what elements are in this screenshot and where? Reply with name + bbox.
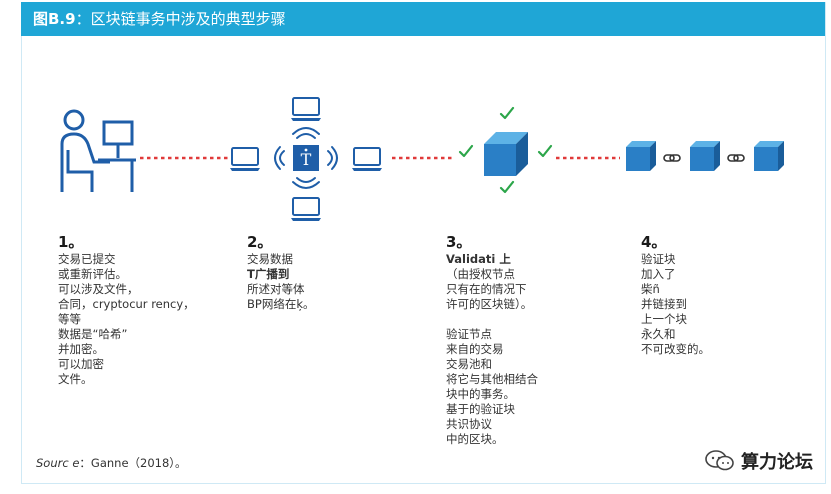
step-1-line: 数据是“哈希” xyxy=(58,327,128,341)
step-4-line: 验证块 xyxy=(641,252,676,266)
step-1-line: 并加密。 xyxy=(58,342,104,356)
figure-label: 图B.9 xyxy=(33,10,76,28)
step-3-line: 许可的区块链）。 xyxy=(446,297,533,311)
step-2-text: 2。 交易数据 T广播到 所述对等体 BP网络在ķ。 xyxy=(247,233,314,312)
step-1-line: 交易已提交 xyxy=(58,252,116,266)
step-2-line: BP网络在ķ。 xyxy=(247,297,315,311)
step-1-line: 可以加密 xyxy=(58,357,104,371)
figure-frame xyxy=(21,2,826,484)
step-3-line: 基于的验证块 xyxy=(446,402,515,416)
step-4-line: 柴ñ xyxy=(641,282,660,296)
step-1-line: 合同，cryptocur rency， xyxy=(58,297,195,311)
step-4-line: 不可改变的。 xyxy=(641,342,710,356)
step-3-line: 将它与其他相结合 xyxy=(446,372,538,386)
wechat-icon xyxy=(705,450,734,471)
step-3-line: Validati 上 xyxy=(446,252,511,266)
checkmark-icon xyxy=(458,144,474,158)
step-3-line: 只有在的情况下 xyxy=(446,282,527,296)
step-4-line: 加入了 xyxy=(641,267,676,281)
step-3-line: 交易池和 xyxy=(446,357,492,371)
step-1-line: 等等 xyxy=(58,312,81,326)
source-text: ：Ganne（2018）。 xyxy=(79,456,187,470)
step-2-line: 交易数据 xyxy=(247,252,293,266)
svg-text:T: T xyxy=(301,150,312,169)
checkmark-icon xyxy=(499,180,515,194)
transaction-document-icon: T xyxy=(293,145,319,171)
checkmark-icon xyxy=(537,144,553,158)
block-cube-icon xyxy=(754,141,784,171)
paragraph-gap xyxy=(446,312,538,327)
block-cube-icon xyxy=(484,132,528,176)
wireless-broadcast-icon xyxy=(274,127,338,189)
chain-link-icon xyxy=(727,154,745,162)
step-3-line: 来自的交易 xyxy=(446,342,504,356)
step-3-text: 3。 Validati 上 （由授权节点 只有在的情况下 许可的区块链）。 验证… xyxy=(446,233,538,447)
figure-title: ：区块链事务中涉及的典型步骤 xyxy=(75,10,286,28)
step-3-line: 共识协议 xyxy=(446,417,492,431)
step-3-line: （由授权节点 xyxy=(446,267,515,281)
step-1-line: 或重新评估。 xyxy=(58,267,127,281)
checkmark-icon xyxy=(499,106,515,120)
block-cube-icon xyxy=(626,141,656,171)
laptop-icon xyxy=(351,147,383,172)
chain-link-icon xyxy=(663,154,681,162)
step-2-line: T广播到 xyxy=(247,267,290,281)
step-4-text: 4。 验证块 加入了 柴ñ 并链接到 上一个块 永久和 不可改变的。 xyxy=(641,233,710,357)
watermark: 算力论坛 xyxy=(705,448,813,474)
watermark-text: 算力论坛 xyxy=(741,452,813,473)
step-1-line: 文件。 xyxy=(58,372,93,386)
figure-title-bar: 图B.9：区块链事务中涉及的典型步骤 xyxy=(21,2,825,36)
step-3-line: 块中的事务。 xyxy=(446,387,515,401)
laptop-icon xyxy=(290,97,322,122)
step-3-line: 验证节点 xyxy=(446,327,492,341)
step-3-line: 中的区块。 xyxy=(446,432,504,446)
step-4-line: 永久和 xyxy=(641,327,676,341)
step-4-line: 并链接到 xyxy=(641,297,687,311)
step-2-line: 所述对等体 xyxy=(247,282,305,296)
laptop-icon xyxy=(229,147,261,172)
step-2-number: 2。 xyxy=(247,233,273,251)
block-cube-icon xyxy=(690,141,720,171)
laptop-icon xyxy=(290,197,322,222)
step-4-number: 4。 xyxy=(641,233,667,251)
step-3-number: 3。 xyxy=(446,233,472,251)
step-4-line: 上一个块 xyxy=(641,312,687,326)
step-1-text: 1。 交易已提交 或重新评估。 可以涉及文件， 合同，cryptocur ren… xyxy=(58,233,195,387)
person-at-computer-icon xyxy=(60,109,136,192)
source-note: Sourc e：Ganne（2018）。 xyxy=(36,455,187,471)
step-1-number: 1。 xyxy=(58,233,84,251)
source-label: Sourc e xyxy=(36,456,80,470)
step-1-line: 可以涉及文件， xyxy=(58,282,139,296)
